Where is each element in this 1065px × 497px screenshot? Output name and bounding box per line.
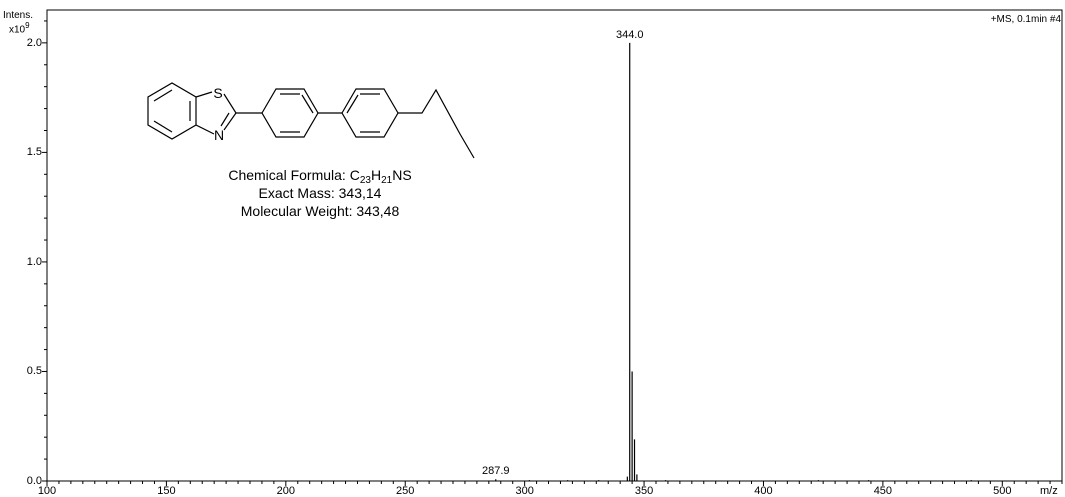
molecule-structure-icon: [147, 82, 475, 159]
x-axis-label: m/z: [1040, 485, 1058, 497]
x-tick-label: 100: [37, 485, 57, 497]
atom-n-label: N: [214, 127, 224, 143]
scan-info-label: +MS, 0.1min #4: [990, 14, 1061, 25]
plot-border: [46, 9, 1063, 482]
y-tick-label: 1.0: [26, 255, 42, 268]
y-axis-ticks: [42, 20, 47, 482]
molecular-weight: Molecular Weight: 343,48: [240, 203, 400, 219]
y-tick-label: 0.5: [26, 365, 42, 378]
x-axis-ticks: [46, 481, 1063, 486]
x-tick-label: 500: [993, 485, 1012, 497]
peak-label: 344.0: [615, 28, 644, 41]
x-tick-label: 400: [754, 485, 773, 497]
atom-s-label: S: [213, 85, 222, 101]
x-tick-label: 450: [873, 485, 893, 497]
chemical-formula: Chemical Formula: C23H21NS: [228, 167, 412, 186]
peak-label: 287.9: [481, 465, 510, 478]
x-tick-label: 150: [157, 485, 176, 497]
y-tick-label: 0.0: [26, 475, 42, 487]
exact-mass: Exact Mass: 343,14: [258, 185, 382, 201]
intensity-axis-label: Intens. x109: [3, 10, 34, 36]
x-tick-label: 250: [396, 485, 415, 497]
y-tick-label: 2.0: [26, 36, 42, 49]
x-tick-label: 300: [515, 485, 534, 497]
compound-info: Chemical Formula: C23H21NS Exact Mass: 3…: [200, 166, 440, 220]
spectrum-peaks: [495, 42, 972, 481]
plot-frame: [46, 9, 1063, 482]
x-tick-label: 350: [634, 485, 654, 497]
x-tick-label: 200: [276, 485, 295, 497]
y-tick-label: 1.5: [26, 146, 42, 159]
